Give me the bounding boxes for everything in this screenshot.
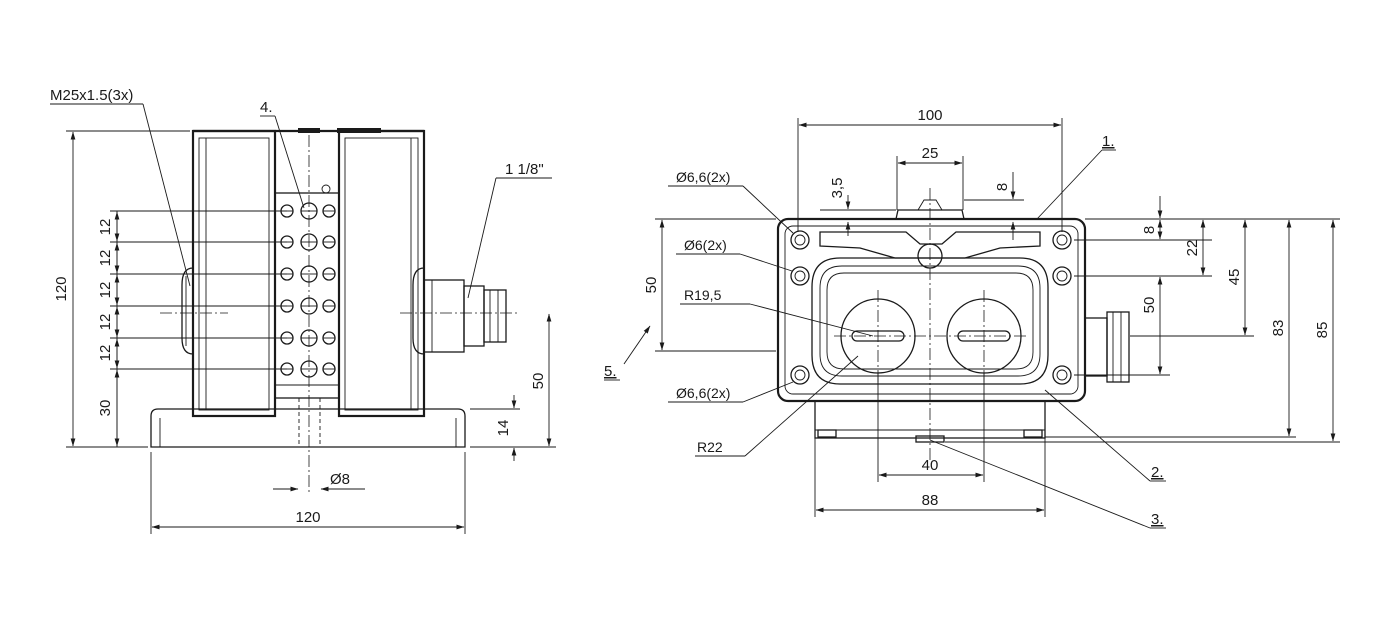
mounting-holes <box>790 230 1072 385</box>
housing-right <box>337 129 426 418</box>
dim-width-40: 40 <box>922 457 939 474</box>
dim-bottom-30: 30 <box>97 400 114 417</box>
side-callouts: M25x1.5(3x) 1 1/8" 4. <box>50 87 552 299</box>
side-gland <box>1084 311 1130 383</box>
dim-height-120: 120 <box>53 276 70 301</box>
dim-left-50: 50 <box>643 277 660 294</box>
side-view: 12 12 12 12 12 30 120 50 14 Ø8 <box>50 87 556 534</box>
dim-hole-d8: Ø8 <box>330 471 350 488</box>
base-plate <box>150 408 466 448</box>
terminal-screws <box>280 202 336 378</box>
dim-right-83: 83 <box>1270 320 1287 337</box>
housing-left <box>191 129 277 418</box>
terminal-block <box>274 184 340 399</box>
dim-right-22: 22 <box>1184 240 1201 257</box>
dim-pitch-3: 12 <box>97 282 114 299</box>
dim-base-14: 14 <box>495 420 512 437</box>
housing-outline <box>776 217 1087 443</box>
dim-width-25: 25 <box>922 145 939 162</box>
front-view: 100 25 3,5 8 50 <box>604 107 1340 529</box>
dim-pitch-4: 12 <box>97 314 114 331</box>
top-cap <box>193 128 424 133</box>
cable-gland-right <box>412 267 507 355</box>
front-top-dims: 100 25 3,5 8 <box>797 107 1063 240</box>
dim-width-100: 100 <box>917 107 942 124</box>
side-hole-dim: Ø8 <box>273 471 365 492</box>
dim-right-8: 8 <box>1141 226 1158 234</box>
dim-pitch-5: 12 <box>97 345 114 362</box>
callout-conduit: 1 1/8" <box>505 161 544 178</box>
callout-radius-a: R19,5 <box>684 287 722 303</box>
callout-radius-b: R22 <box>697 439 723 455</box>
front-callouts: Ø6,6(2x) Ø6(2x) R19,5 Ø6,6(2x) R22 1. 2.… <box>604 133 1166 529</box>
dim-right-50: 50 <box>1141 297 1158 314</box>
side-width-dim: 120 <box>150 452 466 534</box>
dim-width-88: 88 <box>922 492 939 509</box>
callout-hole-a: Ø6,6(2x) <box>676 169 730 185</box>
cable-gland-left <box>181 267 194 355</box>
front-right-dims: 8 50 22 45 83 85 <box>945 196 1340 443</box>
side-right-dims: 50 14 <box>470 313 556 461</box>
cover-plate <box>811 257 1049 385</box>
dim-axis-50: 50 <box>530 373 547 390</box>
dim-pitch-1: 12 <box>97 219 114 236</box>
callout-hole-b: Ø6(2x) <box>684 237 727 253</box>
top-bracket <box>819 188 1041 460</box>
dim-width-120: 120 <box>295 509 320 526</box>
dim-right-85: 85 <box>1314 322 1331 339</box>
callout-item-2: 2. <box>1151 464 1164 481</box>
front-left-dim: 50 <box>643 218 776 352</box>
callout-hole-c: Ø6,6(2x) <box>676 385 730 401</box>
callout-item-1: 1. <box>1102 133 1115 150</box>
dim-right-45: 45 <box>1226 269 1243 286</box>
callout-item-4: 4. <box>260 99 273 116</box>
front-bottom-dims: 40 88 <box>814 373 1046 517</box>
dim-pitch-2: 12 <box>97 250 114 267</box>
side-pitch-dims: 12 12 12 12 12 30 <box>97 210 287 447</box>
side-height-dim: 120 <box>53 130 190 448</box>
callout-thread: M25x1.5(3x) <box>50 87 133 104</box>
mounting-hole-hidden <box>160 135 520 492</box>
dim-v-3-5: 3,5 <box>829 178 846 199</box>
callout-item-5: 5. <box>604 363 617 380</box>
callout-item-3: 3. <box>1151 511 1164 528</box>
actuator-buttons <box>834 290 1028 382</box>
dim-v-8-top: 8 <box>994 183 1011 191</box>
